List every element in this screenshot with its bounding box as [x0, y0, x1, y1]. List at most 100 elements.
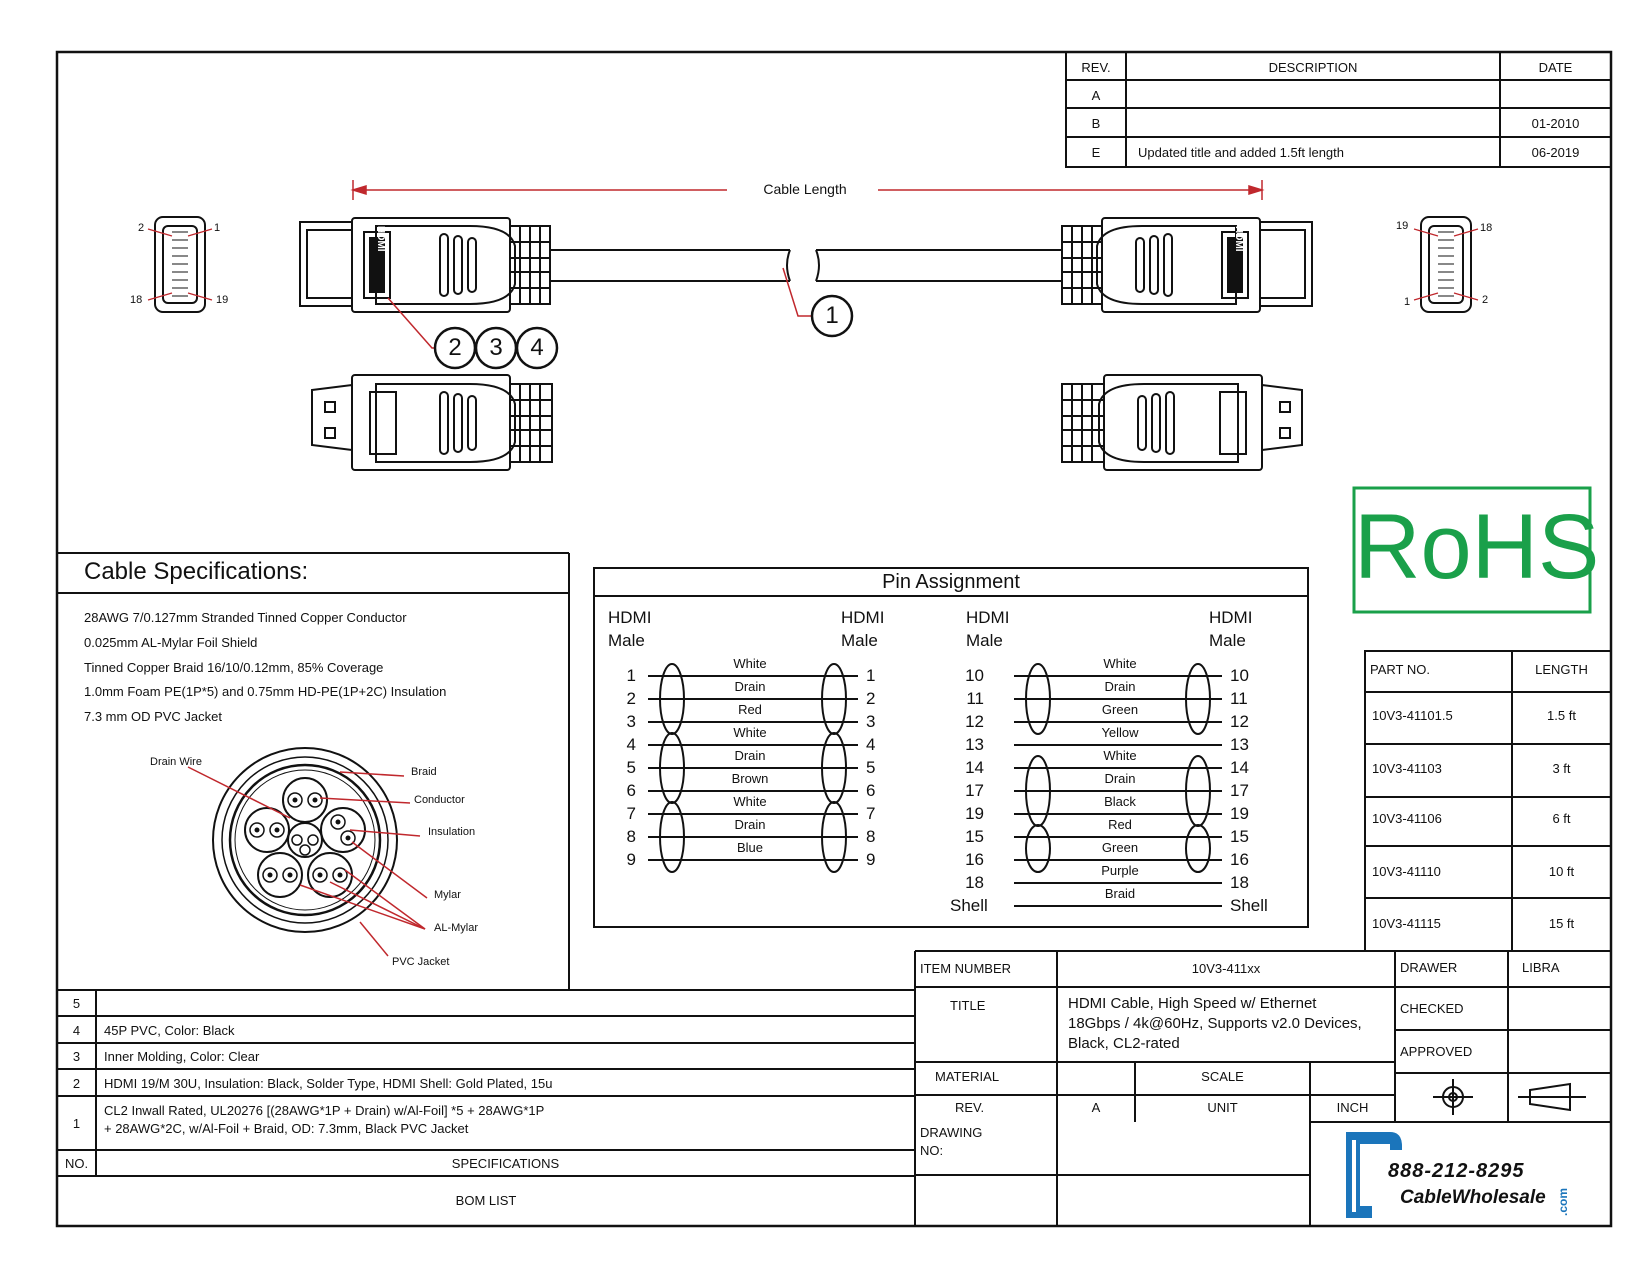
spec-line: 7.3 mm OD PVC Jacket	[84, 709, 222, 724]
pin-number: 9	[866, 850, 876, 869]
rev-row-a: A	[1091, 88, 1101, 103]
pin-number: 18	[1230, 873, 1249, 892]
pin-number: 9	[626, 850, 636, 869]
bom-row-no: 1	[72, 1116, 81, 1131]
cable-length-dimension	[350, 180, 1265, 200]
mylar-label: Mylar	[434, 889, 461, 901]
rev-row-e-description: Updated title and added 1.5ft length	[1138, 145, 1344, 160]
hdmi-male-header: Male	[966, 631, 1003, 650]
al-mylar-label: AL-Mylar	[434, 922, 479, 934]
pin-number: 17	[965, 781, 984, 800]
pin-number: 8	[866, 827, 876, 846]
bom-row-spec: CL2 Inwall Rated, UL20276 [(28AWG*1P + D…	[104, 1103, 545, 1118]
pin-number: 12	[965, 712, 984, 731]
part-number: 10V3-41103	[1372, 761, 1442, 776]
pin-number: 14	[1230, 758, 1249, 777]
bom-header-no: NO.	[64, 1156, 89, 1171]
pin-number: 8	[626, 827, 636, 846]
description-header: DESCRIPTION	[1268, 60, 1358, 75]
pin-number: 5	[866, 758, 876, 777]
pin-number: 17	[1230, 781, 1249, 800]
pin-label: 2	[1482, 294, 1489, 306]
spec-line: 1.0mm Foam PE(1P*5) and 0.75mm HD-PE(1P+…	[84, 684, 447, 699]
callout-4	[515, 326, 559, 370]
cable-specs-title: Cable Specifications:	[84, 558, 309, 585]
bom-row-spec: Inner Molding, Color: Clear	[104, 1049, 260, 1064]
wire-color: Green	[1101, 840, 1139, 855]
callout-1	[810, 294, 854, 338]
bom-row-no: 2	[72, 1076, 81, 1091]
date-header: DATE	[1538, 60, 1573, 75]
rev-row-e: E	[1091, 145, 1101, 160]
pin-label: 2	[138, 222, 145, 234]
pin-label: 19	[216, 294, 229, 306]
projection-symbol-icon	[1433, 1079, 1586, 1115]
pin-number: 5	[626, 758, 636, 777]
pin-number: 4	[626, 735, 636, 754]
twisted-pair-shield	[1185, 824, 1211, 873]
logo-phone: 888-212-8295	[1388, 1160, 1525, 1182]
pin-number: 6	[866, 781, 876, 800]
pin-label: 1	[214, 222, 221, 234]
scale-label: SCALE	[1201, 1069, 1244, 1084]
pin-number: 2	[866, 689, 876, 708]
hdmi-male-header: Male	[841, 631, 878, 650]
wire-color: White	[733, 656, 767, 671]
rev-row-e-date: 06-2019	[1531, 145, 1580, 160]
pin-number: 16	[965, 850, 984, 869]
connector-bottom-left	[311, 374, 553, 471]
twisted-pair-shield	[821, 801, 847, 873]
pin-wiring	[648, 663, 1222, 907]
part-length: 6 ft	[1552, 811, 1571, 826]
pin-number: 12	[1230, 712, 1249, 731]
twisted-pair-shield	[1025, 663, 1051, 735]
bom-row-no: 3	[72, 1049, 81, 1064]
pin-number: Shell	[1230, 896, 1268, 915]
connector-top-left	[299, 217, 791, 313]
bom-header-spec: SPECIFICATIONS	[451, 1156, 560, 1171]
material-label: MATERIAL	[935, 1069, 1000, 1084]
wire-color: Brown	[731, 771, 769, 786]
pin-label: 1	[1404, 296, 1411, 308]
approved-label: APPROVED	[1400, 1044, 1473, 1059]
bom-row-spec: + 28AWG*2C, w/Al-Foil + Braid, OD: 7.3mm…	[104, 1121, 469, 1136]
callout-label: 2	[448, 334, 462, 361]
wire-color: Blue	[736, 840, 764, 855]
rev-label: REV.	[955, 1100, 985, 1115]
hdmi-male-header: HDMI	[608, 608, 652, 627]
pin-number: 3	[626, 712, 636, 731]
pin-number: Shell	[950, 896, 988, 915]
hdmi-logo-left: HDMI	[375, 226, 386, 252]
bom-row-no: 4	[72, 1023, 81, 1038]
pin-label: 19	[1396, 220, 1409, 232]
wire-color: Drain	[734, 679, 766, 694]
part-number: 10V3-41115	[1372, 916, 1441, 931]
pin-number: 10	[1230, 666, 1249, 685]
drawer-value: LIBRA	[1522, 960, 1560, 975]
wire-color: Black	[1104, 794, 1136, 809]
pin-number: 1	[626, 666, 636, 685]
logo-brand: CableWholesale	[1400, 1187, 1546, 1208]
callout-label: 1	[825, 302, 839, 329]
twisted-pair-shield	[1185, 663, 1211, 735]
pin-number: 14	[965, 758, 984, 777]
connector-top-right	[815, 217, 1313, 313]
pin-number: 3	[866, 712, 876, 731]
hdmi-male-header: HDMI	[966, 608, 1010, 627]
pvc-jacket-label: PVC Jacket	[392, 956, 450, 968]
pin-number: 2	[626, 689, 636, 708]
bom-row-no: 5	[72, 996, 81, 1011]
wire-color: White	[733, 794, 767, 809]
pin-number: 7	[866, 804, 876, 823]
bom-row-spec: 45P PVC, Color: Black	[104, 1023, 235, 1038]
twisted-pair-shield	[1025, 824, 1051, 873]
cross-section-leaders	[187, 766, 428, 957]
length-header: LENGTH	[1535, 662, 1588, 677]
bom-footer: BOM LIST	[455, 1193, 517, 1208]
pin-number: 11	[966, 689, 984, 708]
pin-number: 7	[626, 804, 636, 823]
pin-number: 6	[626, 781, 636, 800]
spec-line: 28AWG 7/0.127mm Stranded Tinned Copper C…	[84, 610, 407, 625]
part-length: 15 ft	[1548, 916, 1575, 931]
